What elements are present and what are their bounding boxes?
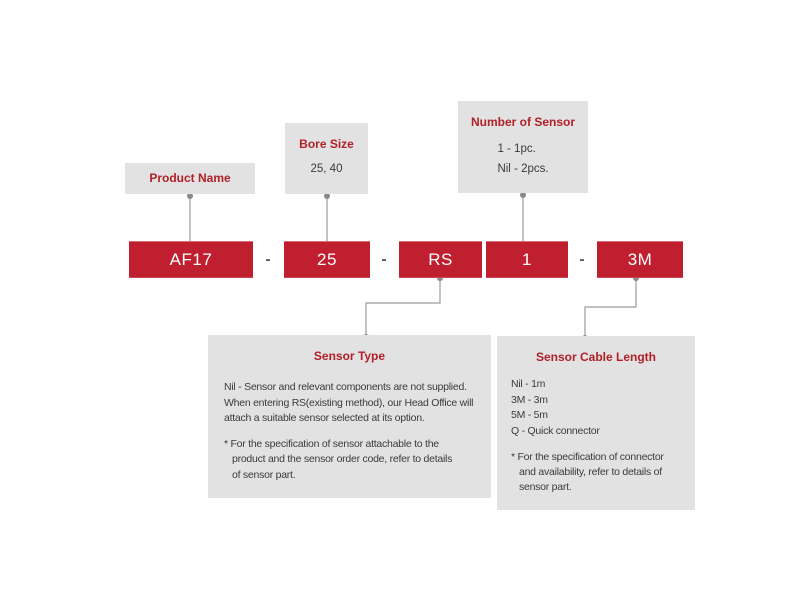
code-segment-label: 1	[522, 249, 532, 269]
connector-sensor-cable-length	[584, 278, 637, 338]
number-of-sensor-label-box: Number of Sensor 1 - 1pc. Nil - 2pcs.	[458, 101, 588, 193]
number-of-sensor-values: 1 - 1pc. Nil - 2pcs.	[497, 143, 549, 175]
code-segment-label: RS	[428, 249, 453, 269]
code-separator: -	[265, 251, 271, 268]
bore-size-label-box: Bore Size 25, 40	[285, 123, 368, 194]
sensor-cable-length-detail-box: Sensor Cable Length Nil - 1m 3M - 3m 5M …	[497, 336, 695, 510]
bore-size-title: Bore Size	[299, 137, 354, 151]
product-name-label-box: Product Name	[125, 163, 255, 194]
sensor-cable-length-options: Nil - 1m 3M - 3m 5M - 5m Q - Quick conne…	[511, 378, 600, 437]
sensor-type-description: Nil - Sensor and relevant components are…	[224, 381, 474, 424]
code-segment-product-name: AF17	[129, 241, 253, 278]
code-separator: -	[381, 251, 387, 268]
connector-sensor-type	[365, 278, 441, 337]
number-of-sensor-title: Number of Sensor	[470, 115, 575, 129]
code-segment-sensor-count: 1	[486, 241, 568, 278]
code-segment-sensor-type: RS	[399, 241, 482, 278]
sensor-type-detail-box: Sensor Type Nil - Sensor and relevant co…	[208, 335, 491, 498]
sensor-type-note: * For the specification of sensor attach…	[224, 437, 453, 481]
code-segment-label: AF17	[169, 249, 213, 269]
sensor-cable-length-note: * For the specification of connector and…	[511, 451, 664, 493]
sensor-cable-length-title: Sensor Cable Length	[535, 350, 657, 364]
product-name-title: Product Name	[149, 171, 231, 185]
bore-size-values: 25, 40	[310, 163, 343, 175]
code-separator: -	[579, 251, 585, 268]
code-segment-cable-length: 3M	[597, 241, 683, 278]
code-segment-bore-size: 25	[284, 241, 370, 278]
sensor-type-title: Sensor Type	[313, 349, 386, 363]
code-segment-label: 3M	[627, 249, 653, 269]
code-segment-label: 25	[317, 249, 337, 269]
